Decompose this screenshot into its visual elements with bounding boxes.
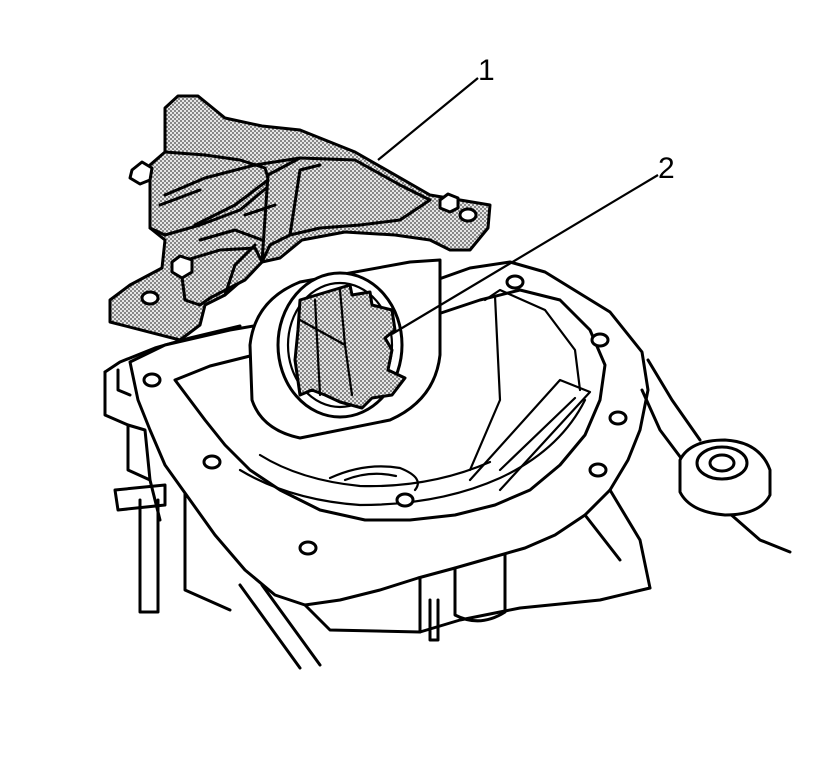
callout-2-leader <box>391 174 659 335</box>
callout-2-label: 2 <box>658 152 675 185</box>
flange-bolt-holes <box>142 274 628 556</box>
callout-1-leader <box>377 77 479 161</box>
spline-gear-insert <box>248 258 442 440</box>
callout-1-label: 1 <box>478 54 495 87</box>
callout-1: 1 <box>377 54 495 161</box>
holding-fixture-tool <box>108 94 492 342</box>
callout-2: 2 <box>391 152 675 335</box>
differential-housing <box>103 260 792 670</box>
fixture-bolts <box>128 160 478 306</box>
